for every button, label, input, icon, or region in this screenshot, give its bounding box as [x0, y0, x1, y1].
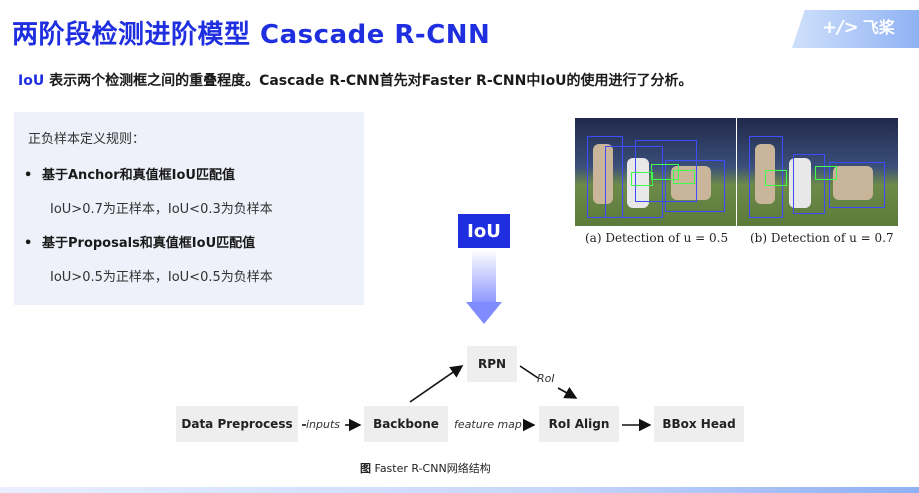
- rule-item-proposals: • 基于Proposals和真值框IoU匹配值: [24, 232, 255, 251]
- node-roi-align: RoI Align: [539, 406, 619, 442]
- iou-arrow-shaft: [472, 250, 496, 304]
- logo-band: [792, 10, 919, 48]
- detection-image-a: [575, 118, 736, 226]
- edge-label-roi: RoI: [537, 372, 555, 385]
- logo-mark: +/>: [822, 17, 859, 38]
- bottom-band: [0, 487, 919, 493]
- detection-image-b: [737, 118, 898, 226]
- iou-badge: IoU: [458, 214, 510, 248]
- bullet-icon: •: [24, 236, 33, 251]
- iou-arrow-head: [466, 302, 502, 324]
- rule-detail: IoU>0.5为正样本，IoU<0.5为负样本: [50, 270, 273, 285]
- node-data-preprocess: Data Preprocess: [176, 406, 298, 442]
- rules-heading: 正负样本定义规则：: [28, 132, 146, 147]
- rule-detail: IoU>0.7为正样本，IoU<0.3为负样本: [50, 202, 273, 217]
- node-bbox-head: BBox Head: [654, 406, 744, 442]
- bullet-icon: •: [24, 168, 33, 183]
- figure-caption-prefix: 图: [360, 462, 371, 475]
- rule-item-anchor: • 基于Anchor和真值框IoU匹配值: [24, 164, 235, 183]
- edge-label-feature-map: feature map: [454, 418, 522, 431]
- edge-roi-align: [557, 386, 578, 399]
- figure-caption: 图 Faster R-CNN网络结构: [360, 460, 491, 476]
- slide-title: 两阶段检测进阶模型 Cascade R-CNN: [12, 20, 491, 50]
- rule-label: 基于Anchor和真值框IoU匹配值: [42, 168, 235, 183]
- subtitle-rest: 表示两个检测框之间的重叠程度。Cascade R-CNN首先对Faster R-…: [44, 73, 693, 89]
- sample-rules-panel: 正负样本定义规则： • 基于Anchor和真值框IoU匹配值 IoU>0.7为正样…: [14, 112, 364, 305]
- edge-backbone-rpn: [409, 365, 464, 403]
- figure-caption-text: Faster R-CNN网络结构: [371, 462, 491, 475]
- edge-rpn-roi: [519, 365, 539, 379]
- logo-text: 飞桨: [862, 18, 895, 37]
- subtitle-highlight: IoU: [18, 73, 45, 89]
- detection-caption-b: (b) Detection of u = 0.7: [750, 231, 894, 245]
- subtitle: IoU 表示两个检测框之间的重叠程度。Cascade R-CNN首先对Faste…: [18, 70, 693, 90]
- paddle-logo: +/>飞桨: [822, 14, 895, 38]
- node-rpn: RPN: [467, 346, 517, 382]
- rule-label: 基于Proposals和真值框IoU匹配值: [42, 236, 256, 251]
- node-backbone: Backbone: [364, 406, 448, 442]
- edge-label-inputs: inputs: [306, 418, 341, 431]
- detection-caption-a: (a) Detection of u = 0.5: [585, 231, 729, 245]
